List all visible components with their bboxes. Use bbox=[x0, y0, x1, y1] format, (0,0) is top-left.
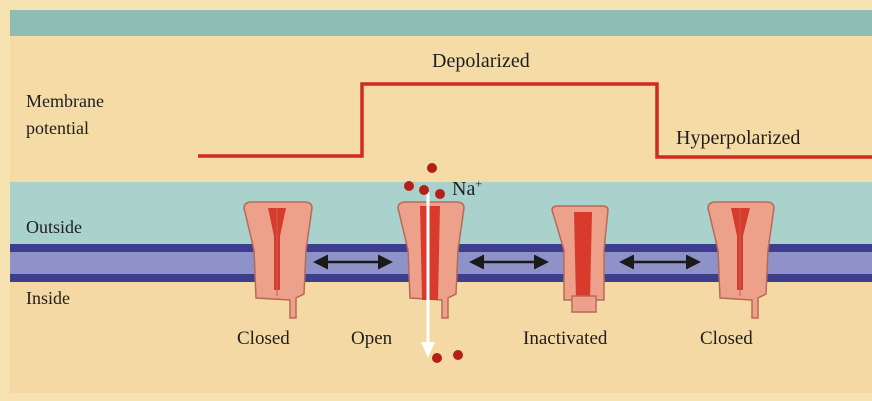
state-label-closed-1: Closed bbox=[237, 328, 290, 350]
sodium-ion-label: Na+ bbox=[452, 178, 482, 200]
membrane-potential-label-line1: Membrane bbox=[26, 90, 104, 112]
hyperpolarized-label: Hyperpolarized bbox=[676, 127, 800, 149]
sodium-ion bbox=[435, 189, 445, 199]
top-band bbox=[10, 10, 872, 36]
sodium-ion bbox=[453, 350, 463, 360]
sodium-ion bbox=[432, 353, 442, 363]
inside-label: Inside bbox=[26, 287, 70, 309]
sodium-ion bbox=[404, 181, 414, 191]
outside-label: Outside bbox=[26, 216, 82, 238]
depolarized-label: Depolarized bbox=[432, 50, 530, 72]
sodium-ion-symbol: Na bbox=[452, 178, 475, 200]
sodium-ion-charge: + bbox=[475, 176, 482, 190]
state-label-open: Open bbox=[351, 328, 392, 350]
sodium-ion bbox=[427, 163, 437, 173]
membrane-potential-label-line2: potential bbox=[26, 117, 89, 139]
state-label-inactivated: Inactivated bbox=[523, 328, 607, 350]
inactivation-gate bbox=[572, 296, 596, 312]
channel-open-pore bbox=[420, 206, 440, 300]
state-label-closed-2: Closed bbox=[700, 328, 753, 350]
sodium-ion bbox=[419, 185, 429, 195]
channel-inactivated-pore bbox=[574, 212, 592, 300]
